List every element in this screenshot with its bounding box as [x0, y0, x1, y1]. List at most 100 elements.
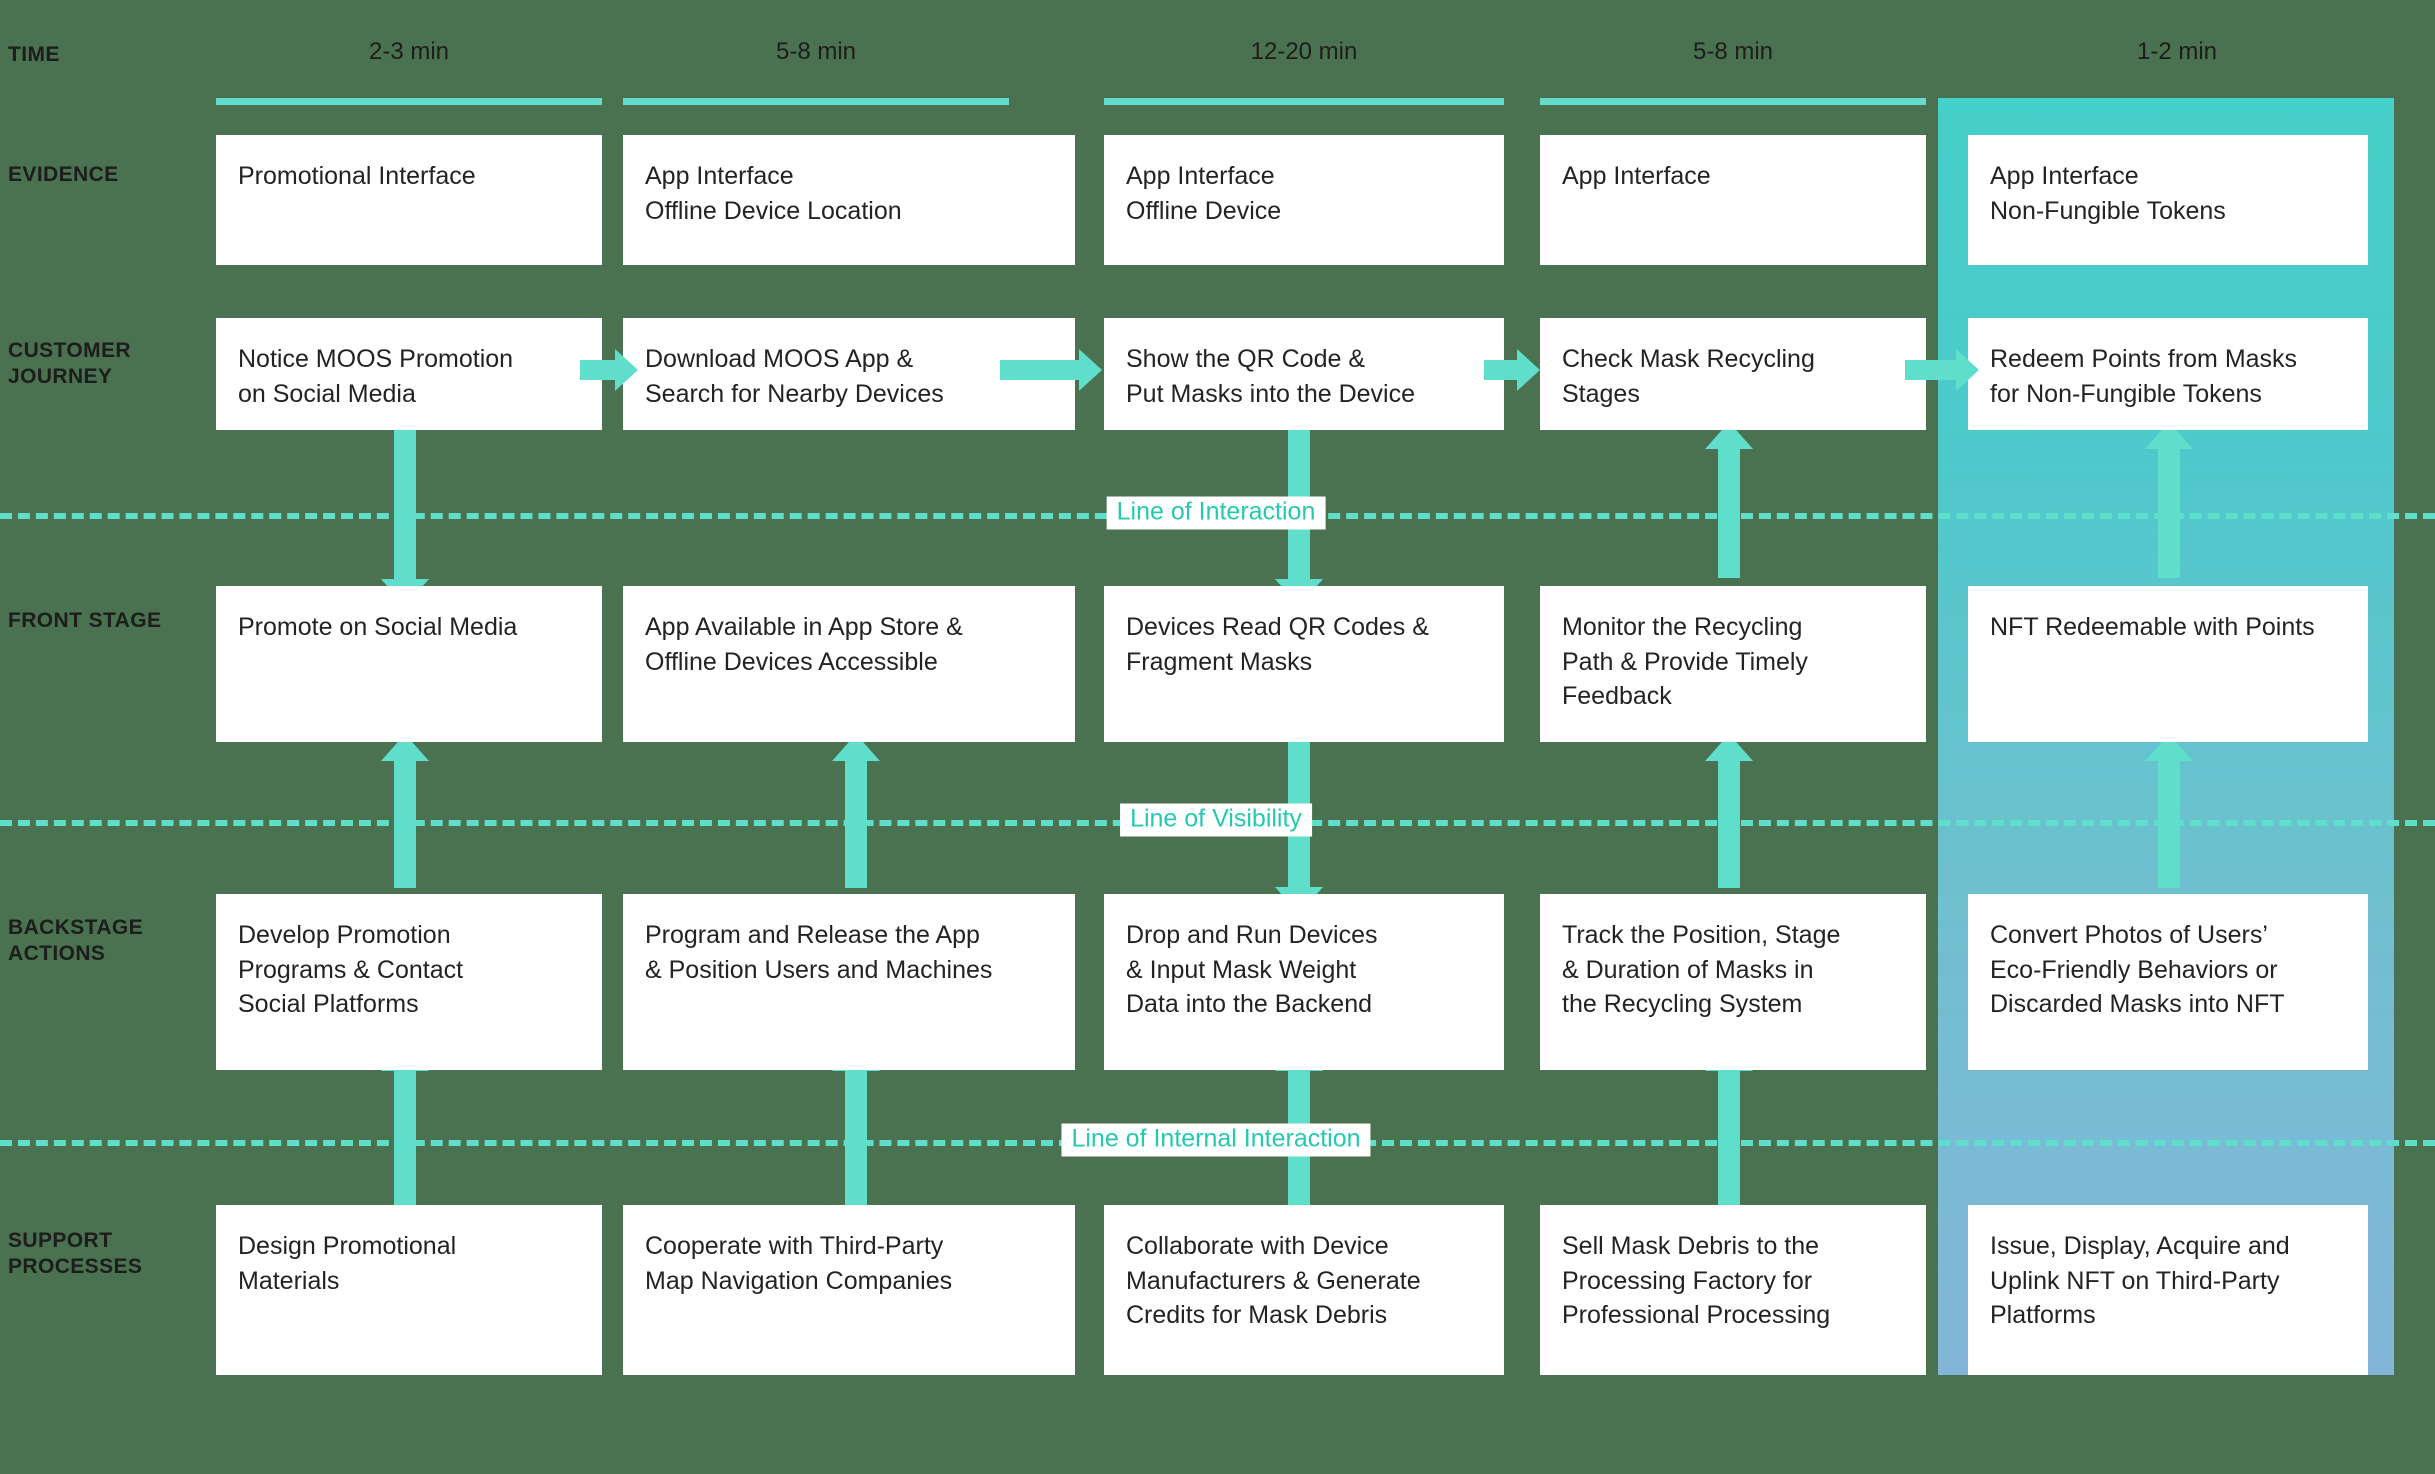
backstage-card-col-3[interactable]: Drop and Run Devices & Input Mask Weight…: [1104, 894, 1504, 1070]
time-label-col-1: 2-3 min: [368, 38, 450, 65]
evidence-text-line: Offline Device Location: [645, 196, 902, 225]
fs-text-line: Offline Devices Accessible: [645, 647, 938, 676]
row-label-backstage: BACKSTAGE ACTIONS: [8, 915, 213, 966]
row-label-sp-line1: SUPPORT: [8, 1229, 113, 1252]
cj-text-line: on Social Media: [238, 379, 416, 408]
arrow-sp-to-bs-col-2: [832, 1044, 880, 1205]
sp-text-line: Collaborate with Device: [1126, 1232, 1389, 1260]
sp-text-line: Credits for Mask Debris: [1126, 1301, 1388, 1329]
backstage-card-col-4[interactable]: Track the Position, Stage & Duration of …: [1540, 894, 1926, 1070]
row-label-front-stage: FRONT STAGE: [8, 608, 213, 634]
customer-journey-card-col-3[interactable]: Show the QR Code & Put Masks into the De…: [1104, 318, 1504, 430]
support-card-col-3[interactable]: Collaborate with Device Manufacturers & …: [1104, 1205, 1504, 1375]
time-label-col-3: 12-20 min: [1250, 38, 1358, 65]
sp-text-line: Platforms: [1990, 1301, 2096, 1329]
arrow-cj-to-fs-col-1: [381, 430, 429, 606]
fs-text-line: Monitor the Recycling: [1562, 613, 1803, 641]
arrow-sp-to-bs-col-4: [1705, 1044, 1753, 1205]
row-label-cj-line2: JOURNEY: [8, 364, 113, 388]
bs-text-line: Drop and Run Devices: [1126, 921, 1378, 949]
support-card-col-4[interactable]: Sell Mask Debris to the Processing Facto…: [1540, 1205, 1926, 1375]
arrow-cj-1-to-2: [580, 349, 638, 391]
evidence-text-line: Non-Fungible Tokens: [1990, 196, 2226, 225]
sp-text-line: Design Promotional: [238, 1232, 457, 1260]
fs-text-line: Path & Provide Timely: [1562, 647, 1808, 676]
sp-text-line: Professional Processing: [1562, 1301, 1831, 1329]
cj-text-line: Show the QR Code &: [1126, 345, 1366, 373]
arrow-sp-to-bs-col-1: [381, 1044, 429, 1205]
bs-text-line: & Duration of Masks in: [1562, 955, 1814, 984]
front-stage-card-col-3[interactable]: Devices Read QR Codes & Fragment Masks: [1104, 586, 1504, 742]
bs-text-line: & Input Mask Weight: [1126, 955, 1357, 984]
cj-text-line: Search for Nearby Devices: [645, 379, 944, 408]
evidence-text-line: App Interface: [1562, 162, 1711, 190]
cj-text-line: Put Masks into the Device: [1126, 379, 1416, 408]
row-label-bs-line1: BACKSTAGE: [8, 916, 144, 939]
bs-text-line: Social Platforms: [238, 990, 419, 1018]
time-rule-col-2: [623, 98, 1009, 105]
sp-text-line: Materials: [238, 1266, 340, 1295]
evidence-card-col-1[interactable]: Promotional Interface: [216, 135, 602, 265]
time-rule-col-4: [1540, 98, 1926, 105]
bs-text-line: Eco-Friendly Behaviors or: [1990, 955, 2278, 984]
fs-text-line: Feedback: [1562, 682, 1672, 710]
evidence-text-line: Offline Device: [1126, 196, 1282, 225]
evidence-card-col-5[interactable]: App Interface Non-Fungible Tokens: [1968, 135, 2368, 265]
front-stage-card-col-4[interactable]: Monitor the Recycling Path & Provide Tim…: [1540, 586, 1926, 742]
customer-journey-card-col-5[interactable]: Redeem Points from Masks for Non-Fungibl…: [1968, 318, 2368, 430]
arrow-cj-3-to-4: [1484, 349, 1540, 391]
front-stage-card-col-5[interactable]: NFT Redeemable with Points: [1968, 586, 2368, 742]
fs-text-line: Fragment Masks: [1126, 647, 1313, 676]
row-label-support: SUPPORT PROCESSES: [8, 1228, 213, 1279]
bs-text-line: Track the Position, Stage: [1562, 921, 1841, 949]
time-label-col-4: 5-8 min: [1692, 38, 1774, 65]
sp-text-line: Sell Mask Debris to the: [1562, 1232, 1820, 1260]
evidence-text-line: App Interface: [1126, 162, 1275, 190]
row-label-evidence: EVIDENCE: [8, 162, 213, 188]
bs-text-line: Convert Photos of Users’: [1990, 921, 2268, 949]
row-label-evidence-text: EVIDENCE: [8, 163, 119, 186]
support-card-col-2[interactable]: Cooperate with Third-Party Map Navigatio…: [623, 1205, 1075, 1375]
row-label-time: TIME: [8, 42, 213, 68]
evidence-card-col-4[interactable]: App Interface: [1540, 135, 1926, 265]
time-label-col-5: 1-2 min: [2136, 38, 2218, 65]
sp-text-line: Processing Factory for: [1562, 1266, 1813, 1295]
backstage-card-col-2[interactable]: Program and Release the App & Position U…: [623, 894, 1075, 1070]
row-label-fs-line1: FRONT: [8, 609, 83, 632]
row-label-bs-line2: ACTIONS: [8, 941, 106, 965]
evidence-text-line: App Interface: [1990, 162, 2139, 190]
time-rule-col-1: [216, 98, 602, 105]
cj-text-line: for Non-Fungible Tokens: [1990, 379, 2262, 408]
line-of-internal-interaction-label: Line of Internal Interaction: [1061, 1123, 1371, 1157]
bs-text-line: the Recycling System: [1562, 990, 1803, 1018]
time-rule-col-5: [1938, 98, 2394, 105]
evidence-card-col-3[interactable]: App Interface Offline Device: [1104, 135, 1504, 265]
evidence-text-line: Promotional Interface: [238, 162, 476, 190]
backstage-card-col-1[interactable]: Develop Promotion Programs & Contact Soc…: [216, 894, 602, 1070]
bs-text-line: Discarded Masks into NFT: [1990, 990, 2285, 1018]
fs-text-line: Promote on Social Media: [238, 613, 518, 641]
customer-journey-card-col-2[interactable]: Download MOOS App & Search for Nearby De…: [623, 318, 1075, 430]
front-stage-card-col-1[interactable]: Promote on Social Media: [216, 586, 602, 742]
front-stage-card-col-2[interactable]: App Available in App Store & Offline Dev…: [623, 586, 1075, 742]
cj-text-line: Check Mask Recycling: [1562, 345, 1815, 373]
sp-text-line: Uplink NFT on Third-Party: [1990, 1266, 2280, 1295]
bs-text-line: Programs & Contact: [238, 955, 464, 984]
sp-text-line: Manufacturers & Generate: [1126, 1266, 1421, 1295]
evidence-card-col-2[interactable]: App Interface Offline Device Location: [623, 135, 1075, 265]
time-rule-col-3: [1104, 98, 1504, 105]
bs-text-line: Develop Promotion: [238, 921, 451, 949]
support-card-col-5[interactable]: Issue, Display, Acquire and Uplink NFT o…: [1968, 1205, 2368, 1375]
bs-text-line: Data into the Backend: [1126, 990, 1372, 1018]
backstage-card-col-5[interactable]: Convert Photos of Users’ Eco-Friendly Be…: [1968, 894, 2368, 1070]
line-of-visibility-label: Line of Visibility: [1120, 803, 1312, 837]
arrow-cj-2-to-3: [1000, 349, 1102, 391]
support-card-col-1[interactable]: Design Promotional Materials: [216, 1205, 602, 1375]
fs-text-line: Devices Read QR Codes &: [1126, 613, 1429, 641]
cj-text-line: Stages: [1562, 379, 1640, 408]
customer-journey-card-col-1[interactable]: Notice MOOS Promotion on Social Media: [216, 318, 602, 430]
sp-text-line: Issue, Display, Acquire and: [1990, 1232, 2290, 1260]
customer-journey-card-col-4[interactable]: Check Mask Recycling Stages: [1540, 318, 1926, 430]
evidence-text-line: App Interface: [645, 162, 794, 190]
